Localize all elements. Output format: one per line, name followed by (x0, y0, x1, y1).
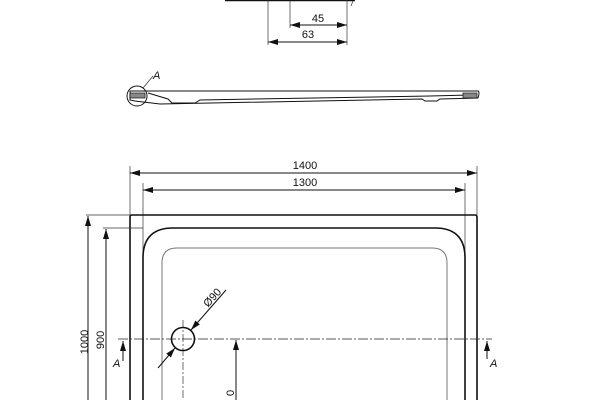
side-profile: A (126, 70, 480, 107)
dim-1000-label: 1000 (79, 330, 91, 354)
section-mark-right: A (489, 358, 497, 370)
drain-diameter-leader (190, 289, 227, 331)
dim-900-label: 900 (95, 331, 107, 349)
dim-63-label: 63 (302, 29, 314, 41)
dim-1300-label: 1300 (293, 177, 317, 189)
drain-circle (170, 326, 196, 352)
plan-view: 1400 1300 1000 900 A A Ø90 0 (79, 160, 497, 400)
tray-outer-edge (129, 214, 478, 400)
section-mark-left: A (112, 358, 120, 370)
detail-dimensions: 45 63 (225, 0, 355, 45)
tray-rim (142, 227, 466, 400)
drain-diameter-label: Ø90 (201, 286, 224, 309)
detail-a-label: A (152, 70, 160, 82)
drain-offset-label: 0 (225, 390, 237, 396)
dim-45-label: 45 (312, 13, 324, 25)
tray-inner-basin (161, 247, 448, 400)
detail-a-circle (126, 85, 148, 107)
dim-1400-label: 1400 (293, 160, 317, 172)
